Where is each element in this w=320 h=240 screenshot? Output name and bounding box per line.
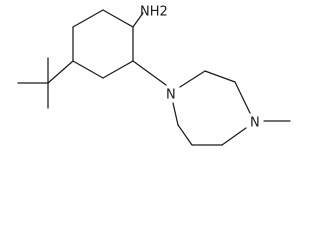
bond-c1-c2 xyxy=(102,9,134,28)
bond-ring-tbu xyxy=(47,60,74,84)
bond-c3-n1 xyxy=(132,60,167,86)
structure-diagram: NH2 N N xyxy=(17,5,291,146)
bond-c3-c4 xyxy=(102,60,134,79)
bond-c2-amine xyxy=(132,12,144,28)
bond-cd-ce xyxy=(177,124,193,146)
bond-cb-n4 xyxy=(234,81,251,114)
bond-c6-c1 xyxy=(72,9,104,28)
bond-n1-ca xyxy=(179,70,206,88)
diazepane-n1-label: N xyxy=(166,88,176,103)
bond-c4-c5 xyxy=(72,60,104,79)
bond-n4-cc xyxy=(221,127,247,146)
cyclohexane-ring xyxy=(72,9,134,79)
diazepane-ring xyxy=(172,70,251,146)
diazepane-n4-label: N xyxy=(250,116,260,131)
bond-ce-n1 xyxy=(172,102,179,126)
amine-label: NH2 xyxy=(140,5,168,20)
bond-ca-cb xyxy=(204,70,236,83)
tert-butyl-group xyxy=(17,57,74,109)
